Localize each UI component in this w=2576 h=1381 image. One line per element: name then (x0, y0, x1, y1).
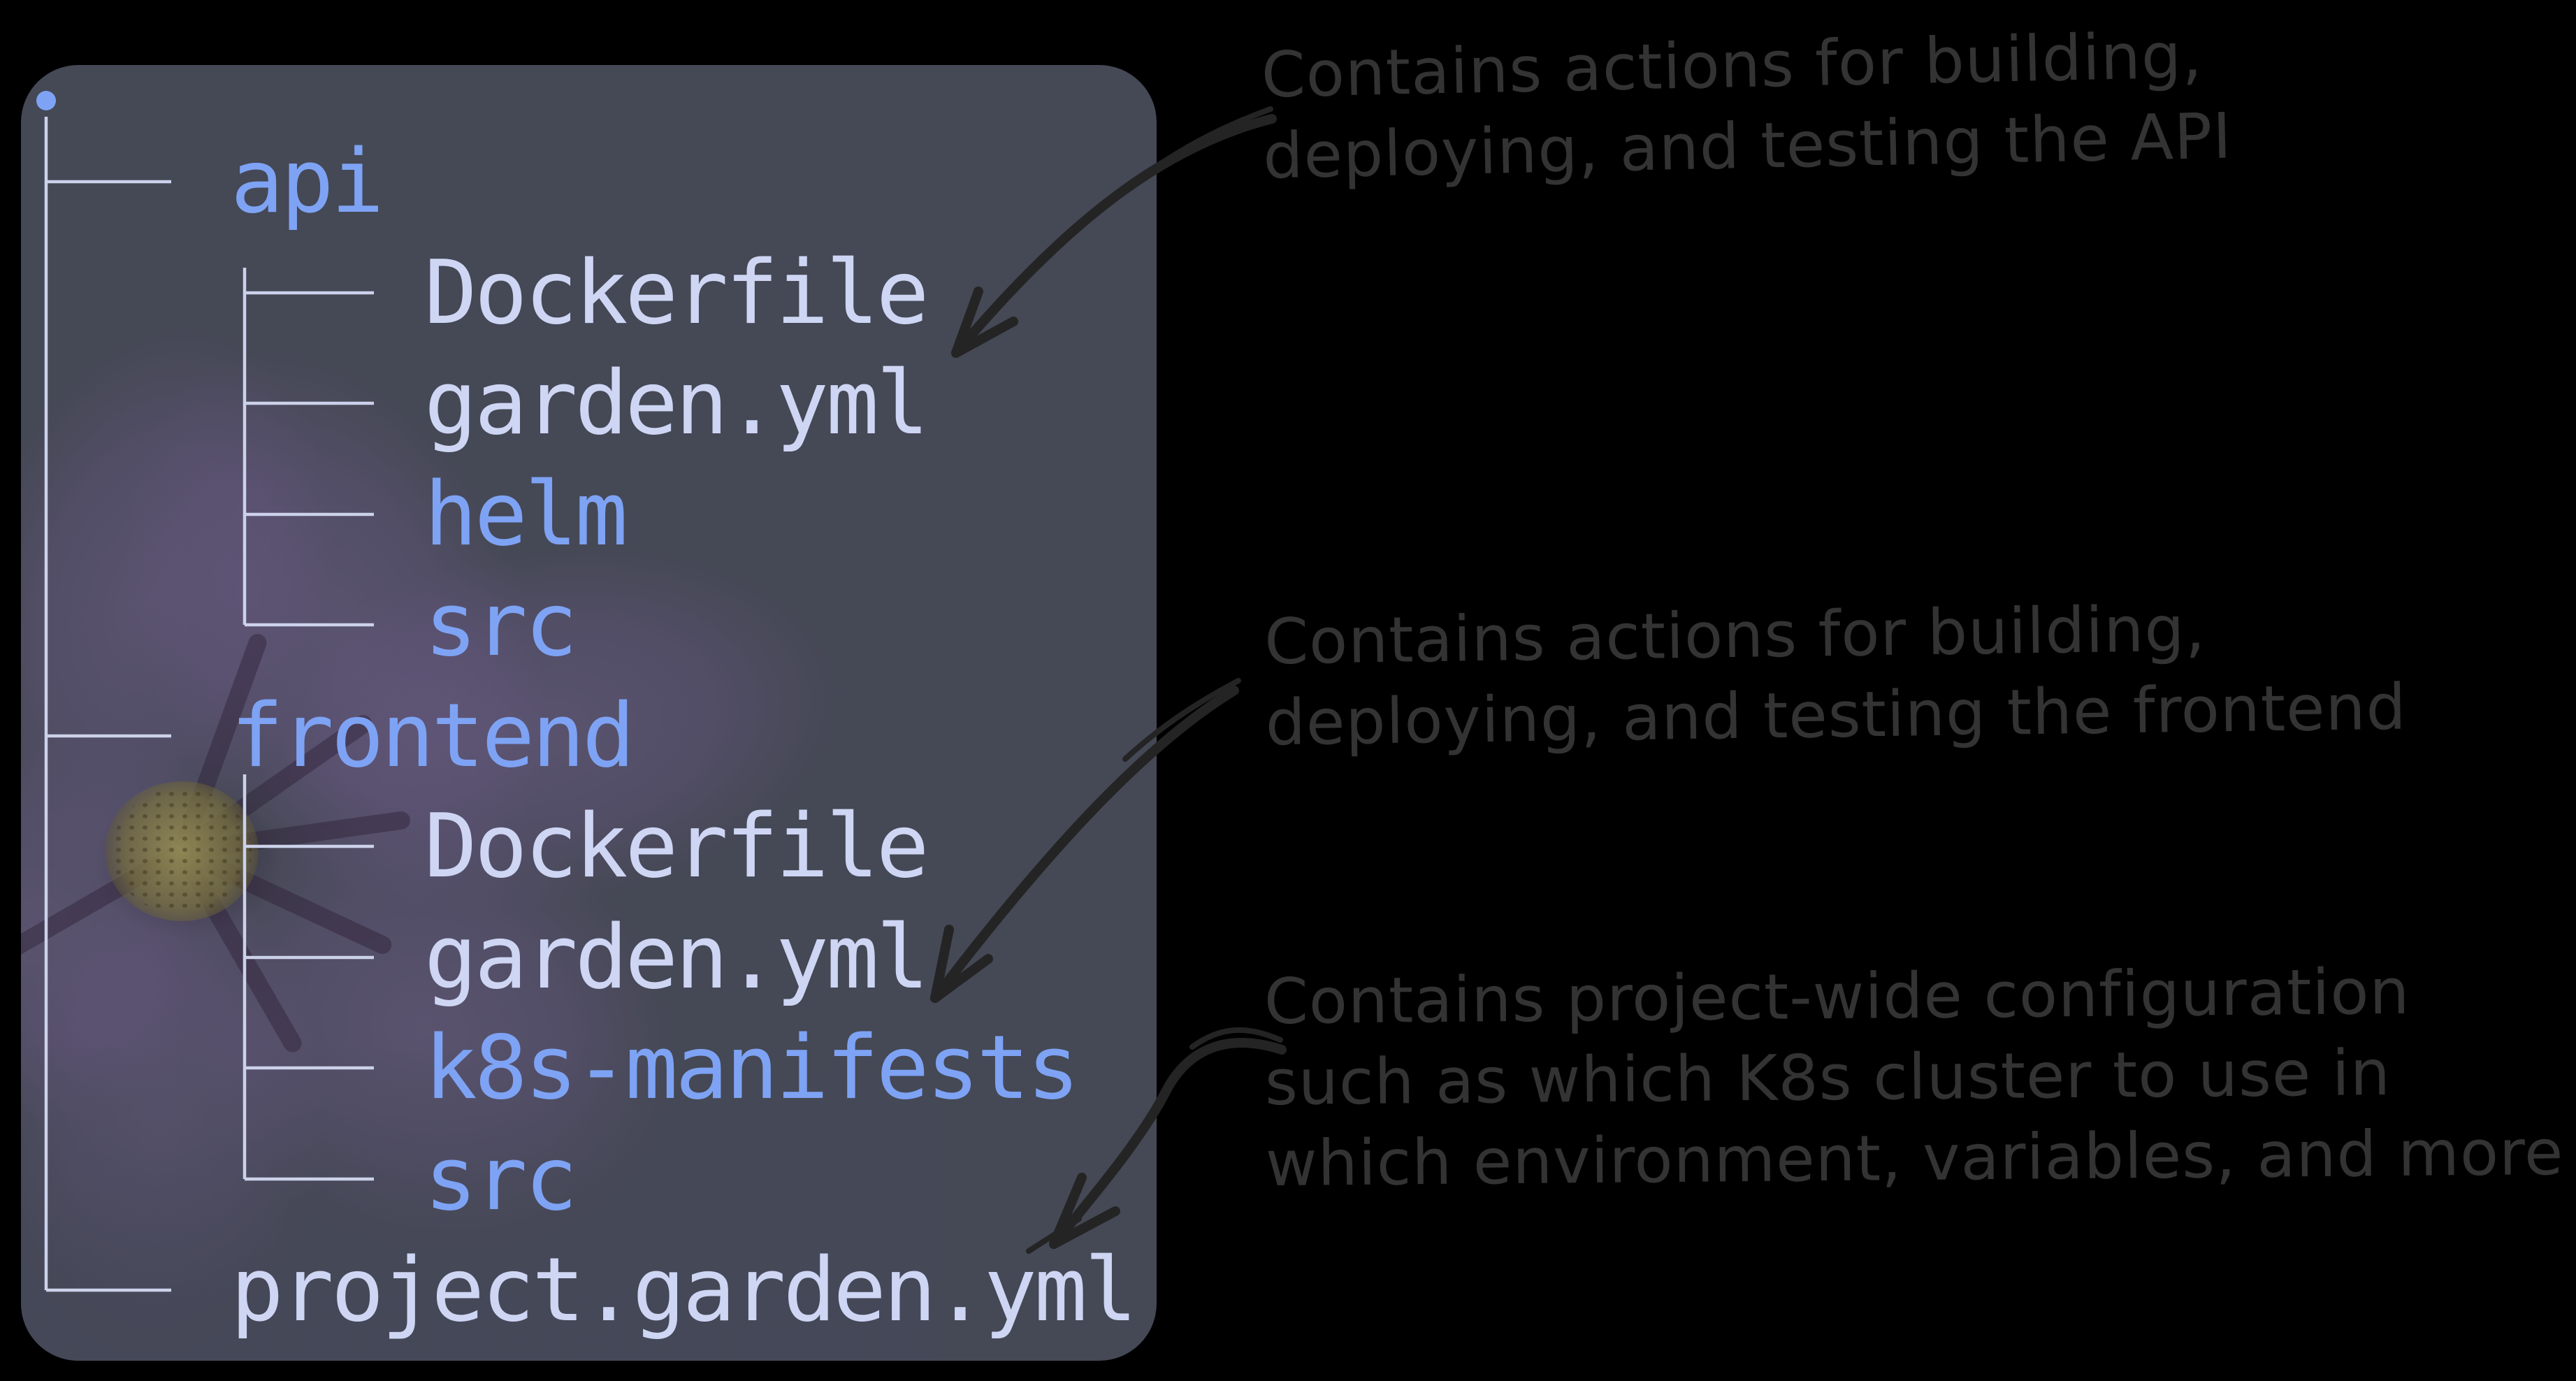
annotation-line: Contains project-wide configuration (1264, 955, 2410, 1039)
tree-item-frontend-dockerfile: Dockerfile (424, 795, 929, 897)
file-tree-panel: api Dockerfile garden.yml helm src front… (21, 65, 1157, 1361)
tree-item-frontend-garden-yml: garden.yml (424, 906, 929, 1008)
tree-connector-lines (36, 91, 374, 1292)
tree-item-api: api (231, 130, 384, 233)
tree-item-api-helm: helm (424, 463, 628, 565)
annotation-api-garden-yml: Contains actions for building, deploying… (1261, 15, 2233, 198)
tree-root-dot (36, 91, 56, 110)
annotation-project-garden-yml: Contains project-wide configuration such… (1264, 950, 2564, 1205)
annotation-line: such as which K8s cluster to use in (1264, 1036, 2392, 1120)
tree-item-api-src: src (424, 573, 578, 676)
tree-item-api-garden-yml: garden.yml (424, 352, 929, 454)
annotation-line: which environment, variables, and more (1265, 1115, 2564, 1201)
annotation-frontend-garden-yml: Contains actions for building, deploying… (1264, 586, 2408, 765)
tree-item-frontend-src: src (424, 1127, 578, 1230)
tree-item-api-dockerfile: Dockerfile (424, 241, 929, 344)
annotation-line: deploying, and testing the frontend (1265, 670, 2408, 760)
tree-item-project-garden-yml: project.garden.yml (231, 1238, 1137, 1341)
tree-item-frontend: frontend (231, 684, 635, 787)
annotation-line: Contains actions for building, (1264, 592, 2206, 679)
tree-item-k8s-manifests: k8s-manifests (424, 1016, 1080, 1119)
